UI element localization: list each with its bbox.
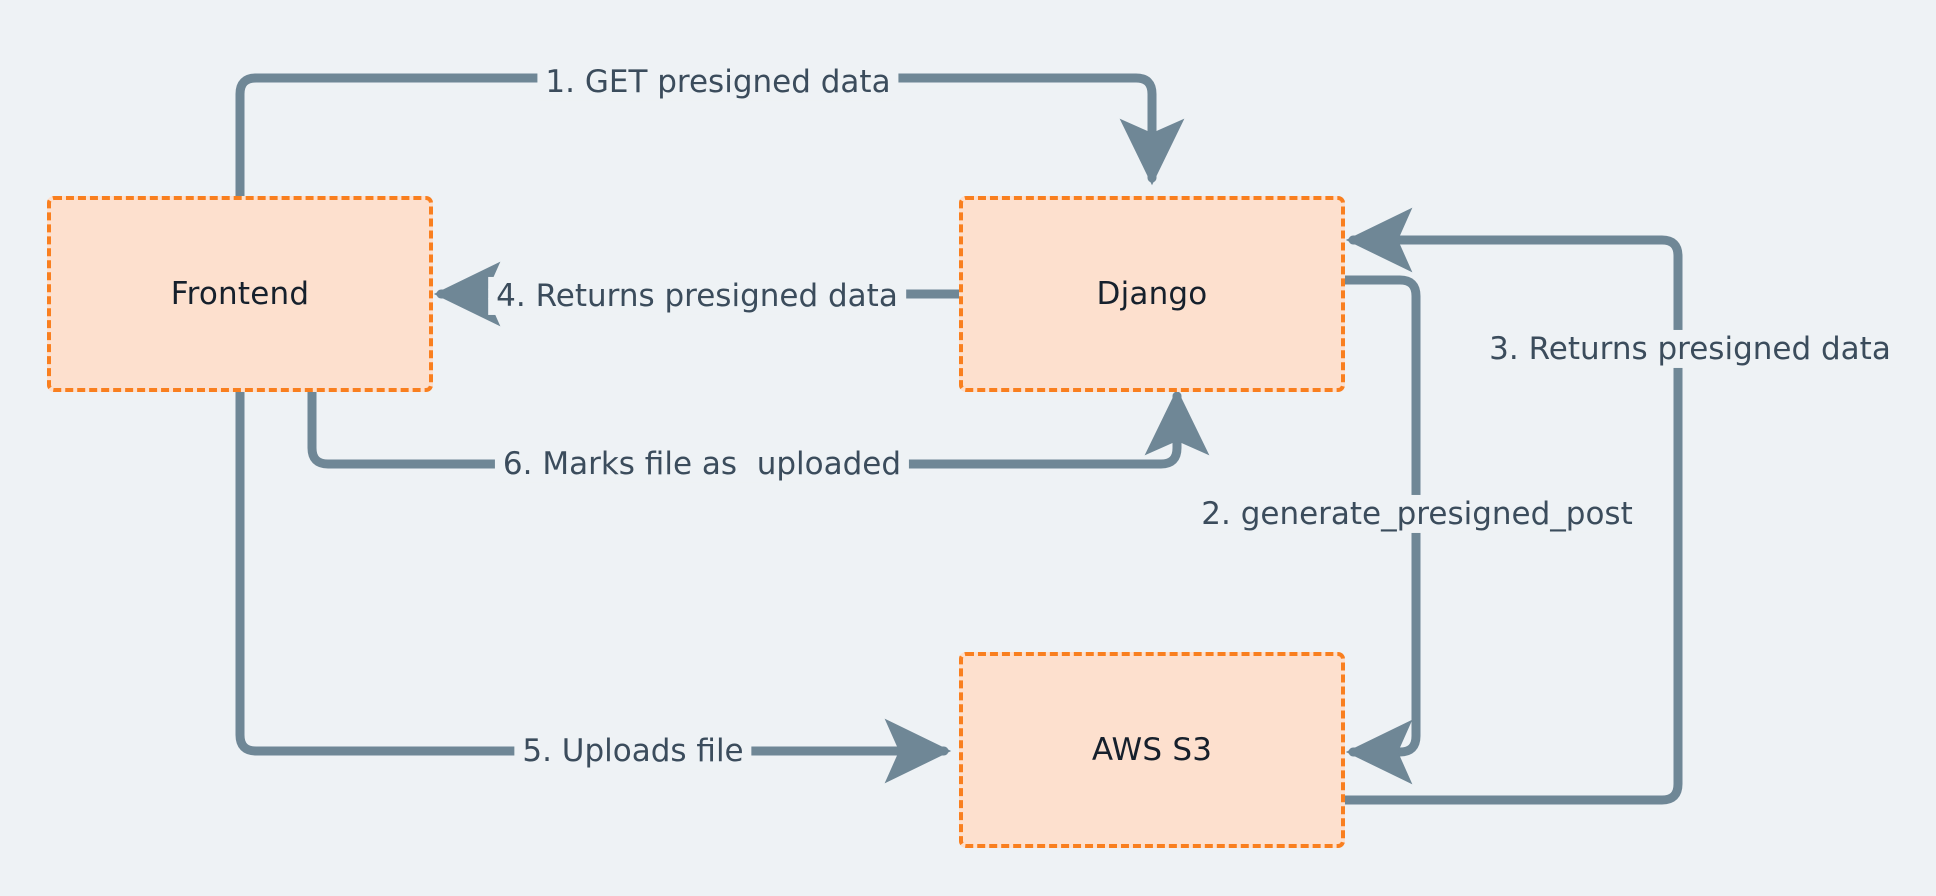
node-django[interactable]: Django (959, 196, 1345, 392)
node-aws-s3[interactable]: AWS S3 (959, 652, 1345, 848)
edge-label-2: 2. generate_presigned_post (1193, 494, 1641, 534)
edge-label-6: 6. Marks file as uploaded (494, 444, 910, 484)
node-aws-s3-label: AWS S3 (1091, 732, 1213, 768)
edge-5-path (235, 387, 952, 784)
node-django-label: Django (1096, 276, 1208, 312)
node-frontend[interactable]: Frontend (47, 196, 433, 392)
edge-label-3: 3. Returns presigned data (1481, 329, 1899, 369)
edge-label-5: 5. Uploads file (514, 731, 752, 771)
edge-label-1: 1. GET presigned data (537, 62, 899, 102)
edge-3-path (1340, 207, 1683, 805)
node-frontend-label: Frontend (170, 276, 310, 312)
edge-label-4: 4. Returns presigned data (488, 276, 906, 316)
